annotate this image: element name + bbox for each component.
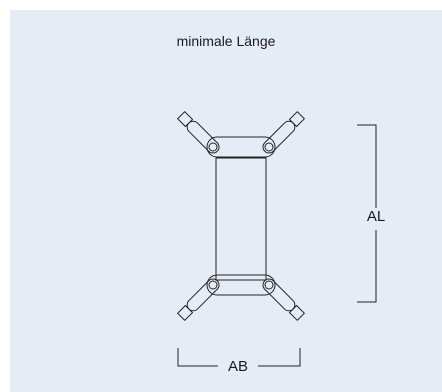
diagram-panel <box>10 10 442 392</box>
diagram-title: minimale Länge <box>176 33 276 49</box>
length-dimension-lower <box>357 230 377 303</box>
width-label: AB <box>228 358 248 375</box>
arm-bottom-left <box>176 278 220 322</box>
bottom-crossbar <box>206 274 276 296</box>
arm-top-right <box>262 110 306 154</box>
frame-body <box>215 157 267 281</box>
length-label: AL <box>367 208 385 225</box>
width-dimension-right <box>258 348 301 367</box>
arm-bottom-right <box>262 278 306 322</box>
bottom-left-pivot <box>208 280 218 290</box>
width-dimension-left <box>177 348 218 367</box>
top-right-pivot <box>264 142 274 152</box>
bottom-right-pivot <box>264 280 274 290</box>
top-crossbar <box>206 136 276 158</box>
arm-top-left <box>176 110 220 154</box>
top-left-pivot <box>208 142 218 152</box>
length-dimension-upper <box>357 124 377 208</box>
